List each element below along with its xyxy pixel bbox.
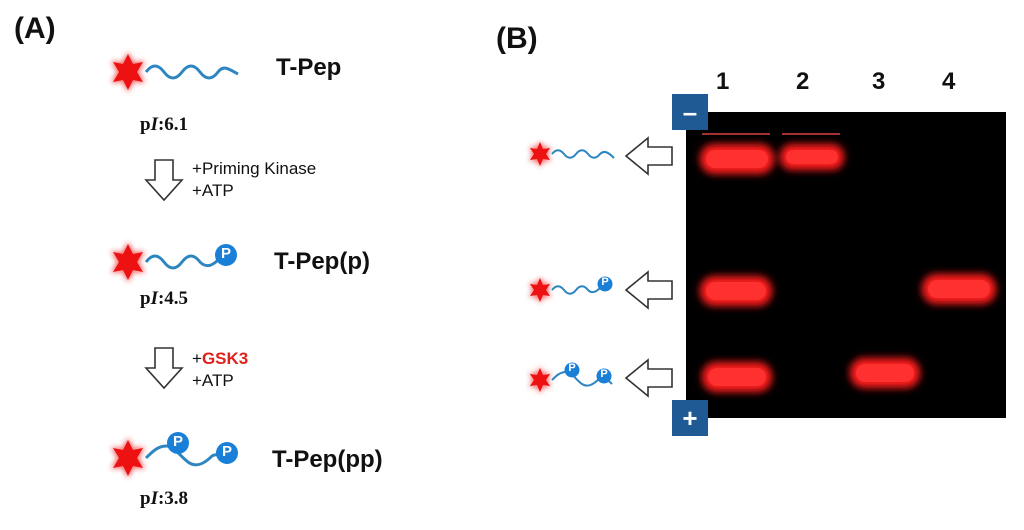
lane-number: 3 bbox=[872, 68, 886, 95]
gsk3-label: GSK3 bbox=[201, 349, 249, 368]
reaction-arrow-icon bbox=[145, 159, 183, 201]
reaction-step-1: +Priming Kinase +ATP bbox=[192, 159, 317, 200]
lane-number: 4 bbox=[942, 68, 956, 95]
pi-value: pI:6.1 bbox=[140, 114, 189, 135]
panel-label-a: (A) bbox=[14, 12, 56, 45]
phospho-icon bbox=[167, 432, 238, 464]
reaction-step-2: +GSK3 +ATP bbox=[192, 349, 249, 390]
fluorophore-star-icon bbox=[529, 277, 551, 303]
pi-value: pI:4.5 bbox=[140, 288, 189, 309]
peptide-name: T-Pep bbox=[276, 54, 342, 81]
band-pointer-arrow-icon bbox=[625, 137, 673, 175]
peptide-chain bbox=[144, 254, 220, 270]
fluorophore-star-icon bbox=[111, 52, 145, 92]
peptide-chain bbox=[551, 149, 615, 159]
phospho-icon bbox=[215, 244, 237, 266]
band-pointer-arrow-icon bbox=[625, 271, 673, 309]
fluorophore-star-icon bbox=[111, 438, 145, 478]
peptide-name: T-Pep(p) bbox=[274, 248, 370, 275]
phospho-icon bbox=[597, 276, 613, 292]
phospho-icon bbox=[564, 362, 612, 384]
phospho-label: P bbox=[600, 368, 608, 380]
lane-number: 1 bbox=[716, 68, 730, 95]
fluorophore-star-icon bbox=[111, 242, 145, 282]
phospho-label: P bbox=[221, 443, 232, 460]
cathode-minus-icon: – bbox=[672, 94, 708, 130]
lane-number: 2 bbox=[796, 68, 810, 95]
peptide-chain bbox=[144, 64, 239, 80]
pi-value: pI:3.8 bbox=[140, 488, 189, 509]
peptide-chain bbox=[551, 285, 601, 295]
phospho-label: P bbox=[601, 276, 609, 288]
panel-label-b: (B) bbox=[496, 22, 538, 55]
fluorophore-star-icon bbox=[529, 367, 551, 393]
phospho-label: P bbox=[568, 362, 576, 374]
peptide-name: T-Pep(pp) bbox=[272, 446, 383, 473]
anode-plus-icon: + bbox=[672, 400, 708, 436]
phospho-label: P bbox=[220, 245, 231, 262]
reaction-arrow-icon bbox=[145, 347, 183, 389]
phospho-label: P bbox=[172, 433, 183, 450]
band-pointer-arrow-icon bbox=[625, 359, 673, 397]
fluorophore-star-icon bbox=[529, 141, 551, 167]
